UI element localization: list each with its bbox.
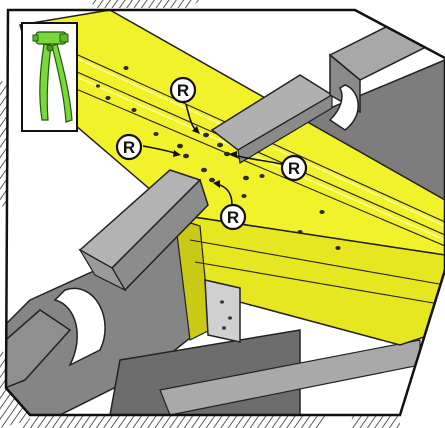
tool-inset — [21, 22, 78, 132]
rivet-pliers-icon — [32, 31, 73, 123]
callout-r-top: R — [169, 76, 197, 104]
callout-label: R — [177, 81, 189, 100]
arrow-heads — [173, 126, 237, 188]
callout-label: R — [227, 208, 239, 227]
callout-label: R — [288, 159, 300, 178]
callout-r-bottom: R — [219, 203, 247, 231]
rivet-holes — [96, 66, 341, 250]
callout-r-left: R — [115, 133, 143, 161]
vertical-post — [204, 279, 241, 343]
callout-r-right: R — [280, 154, 308, 182]
callout-label: R — [123, 138, 135, 157]
view-frame — [4, 8, 445, 417]
lower-left-channel — [6, 309, 72, 392]
